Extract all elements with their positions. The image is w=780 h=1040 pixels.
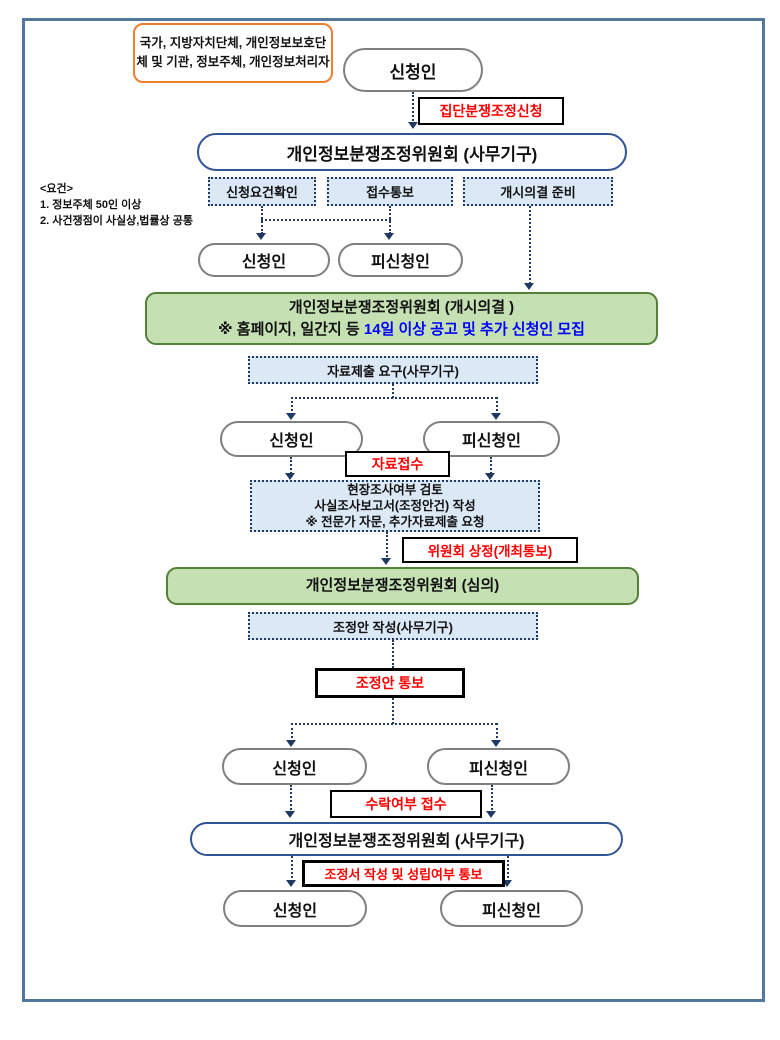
source-note-line: 국가, 지방자치단체, <box>139 36 243 51</box>
applicant-pill-label: 신청인 <box>272 902 318 920</box>
task-receipt-notice-label: 접수통보 <box>366 185 414 200</box>
flow-arrow-line <box>412 92 414 124</box>
flow-line <box>392 640 394 668</box>
respondent-pill-label: 피신청인 <box>469 760 528 778</box>
step-label-materials-receive: 자료접수 <box>345 451 450 477</box>
respondent-pill-label: 피신청인 <box>462 433 521 450</box>
arrowhead-icon <box>286 880 296 887</box>
step-label-materials-receive-text: 자료접수 <box>371 456 424 472</box>
start-decision-line1: 개인정보분쟁조정위원회 (개시의결 ) <box>288 298 515 316</box>
source-note: 국가, 지방자치단체, 개인정보보호단체 및 기관, 정보주체, 개인정보처리자 <box>133 23 333 83</box>
flow-line <box>291 723 497 725</box>
requirements-item: 2. 사건쟁점이 사실상,법률상 공통 <box>40 214 193 227</box>
flow-line <box>496 397 498 415</box>
arrowhead-icon <box>285 811 295 818</box>
arrowhead-icon <box>286 413 296 420</box>
step-label-group-apply: 집단분쟁조정신청 <box>418 97 564 125</box>
applicant-pill-label: 신청인 <box>389 62 437 82</box>
committee-office-pill: 개인정보분쟁조정위원회 (사무기구) <box>197 133 627 171</box>
step-label-settlement-notice: 조정서 작성 및 성립여부 통보 <box>302 860 505 887</box>
start-decision-line2-highlight: 14일 이상 공고 및 추가 신청인 모집 <box>363 320 585 338</box>
respondent-pill: 피신청인 <box>427 748 570 785</box>
arrowhead-icon <box>285 473 295 480</box>
review-box: 개인정보분쟁조정위원회 (심의) <box>166 567 639 605</box>
flow-line <box>496 723 498 742</box>
flow-line <box>291 397 497 399</box>
applicant-pill: 신청인 <box>220 421 363 457</box>
flow-line <box>392 384 394 398</box>
request-materials-label: 자료제출 요구(사무기구) <box>327 363 459 379</box>
requirements-note: <요건> 1. 정보주체 50인 이상 2. 사건쟁점이 사실상,법률상 공통 <box>40 182 255 230</box>
flow-line <box>491 785 493 813</box>
flow-line <box>529 206 531 284</box>
flow-line <box>386 532 388 560</box>
applicant-pill-label: 신청인 <box>272 760 317 778</box>
step-label-committee-submission-text: 위원회 상정(개최통보) <box>427 544 553 559</box>
flow-line <box>290 457 292 477</box>
arrowhead-icon <box>408 122 418 129</box>
arrowhead-icon <box>524 283 534 290</box>
committee-office-label: 개인정보분쟁조정위원회 (사무기구) <box>288 833 525 850</box>
arrowhead-icon <box>491 740 501 747</box>
arrowhead-icon <box>502 880 512 887</box>
arrowhead-icon <box>486 811 496 818</box>
step-label-acceptance-receive: 수락여부 접수 <box>330 790 482 818</box>
applicant-pill-label: 신청인 <box>269 433 314 450</box>
process-box-request-materials: 자료제출 요구(사무기구) <box>248 356 538 384</box>
flow-line <box>291 397 293 415</box>
investigation-line: 사실조사보고서(조정안건) 작성 <box>314 498 476 513</box>
arrowhead-icon <box>384 233 394 240</box>
task-check-requirements-label: 신청요건확인 <box>226 185 298 200</box>
requirements-item: 1. 정보주체 50인 이상 <box>40 198 142 211</box>
task-start-decision-prep-label: 개시의결 준비 <box>500 185 576 200</box>
arrowhead-icon <box>381 558 391 565</box>
review-box-label: 개인정보분쟁조정위원회 (심의) <box>305 577 500 595</box>
flow-line <box>291 723 293 742</box>
arrowhead-icon <box>256 233 266 240</box>
step-label-draft-notice: 조정안 통보 <box>315 668 465 698</box>
flow-line <box>291 856 293 882</box>
committee-office-label: 개인정보분쟁조정위원회 (사무기구) <box>286 144 538 164</box>
requirements-title: <요건> <box>40 183 74 195</box>
source-note-line: 정보주체, 개인정보처리자 <box>196 55 330 69</box>
applicant-pill-label: 신청인 <box>241 254 287 271</box>
investigation-line: 현장조사여부 검토 <box>347 482 443 497</box>
process-box-investigation: 현장조사여부 검토 사실조사보고서(조정안건) 작성 ※ 전문가 자문, 추가자… <box>250 480 540 532</box>
start-decision-box: 개인정보분쟁조정위원회 (개시의결 ) ※ 홈페이지, 일간지 등 14일 이상… <box>145 292 658 345</box>
page-border <box>22 18 765 1002</box>
respondent-pill-label: 피신청인 <box>482 902 541 920</box>
flow-line <box>490 457 492 477</box>
flow-line <box>261 219 391 221</box>
arrowhead-icon <box>485 473 495 480</box>
task-box-receipt-notice: 접수통보 <box>327 177 453 206</box>
investigation-line: ※ 전문가 자문, 추가자료제출 요청 <box>305 515 485 530</box>
applicant-pill: 신청인 <box>222 748 367 785</box>
applicant-pill: 신청인 <box>223 890 367 927</box>
respondent-pill: 피신청인 <box>338 243 463 277</box>
arrowhead-icon <box>286 740 296 747</box>
applicant-pill: 신청인 <box>198 243 330 277</box>
flow-line <box>392 698 394 724</box>
process-box-draft-plan: 조정안 작성(사무기구) <box>248 612 538 640</box>
step-label-group-apply-text: 집단분쟁조정신청 <box>439 103 543 119</box>
committee-office-pill: 개인정보분쟁조정위원회 (사무기구) <box>190 822 623 856</box>
step-label-committee-submission: 위원회 상정(개최통보) <box>402 537 578 563</box>
arrowhead-icon <box>491 413 501 420</box>
step-label-settlement-notice-text: 조정서 작성 및 성립여부 통보 <box>324 867 483 882</box>
source-note-line: 개인정보보호단체 및 기관, <box>136 36 327 69</box>
draft-plan-label: 조정안 작성(사무기구) <box>333 619 453 635</box>
respondent-pill-label: 피신청인 <box>371 254 430 271</box>
step-label-draft-notice-text: 조정안 통보 <box>355 675 425 691</box>
task-box-start-decision-prep: 개시의결 준비 <box>463 177 613 206</box>
step-label-acceptance-receive-text: 수락여부 접수 <box>365 796 447 812</box>
respondent-pill: 피신청인 <box>440 890 583 927</box>
flow-line <box>507 856 509 882</box>
flow-line <box>290 785 292 813</box>
start-decision-line2-prefix: ※ 홈페이지, 일간지 등 <box>218 320 364 338</box>
task-box-check-requirements: 신청요건확인 <box>208 177 316 206</box>
applicant-pill: 신청인 <box>343 48 483 92</box>
